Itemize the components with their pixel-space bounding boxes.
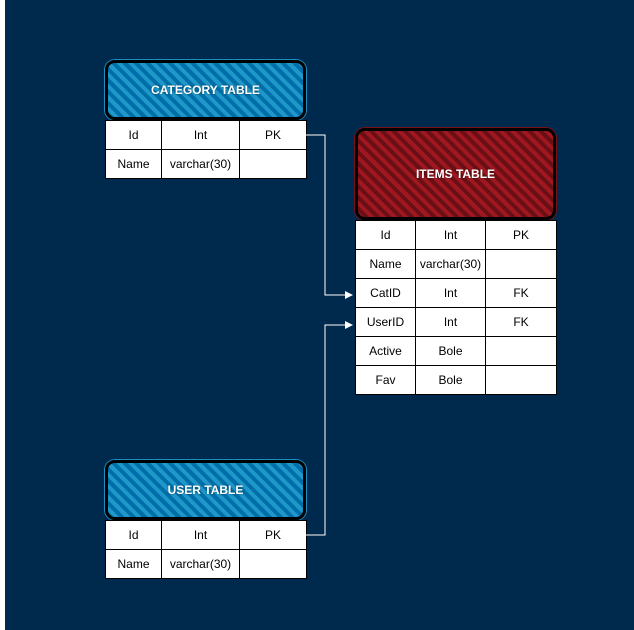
category-field-name: Name (105, 149, 162, 179)
user-field-name: Name (105, 549, 162, 579)
items-field-name: Fav (355, 365, 416, 395)
items-field-type: Int (415, 307, 486, 337)
category-field-type: Int (161, 120, 240, 150)
items-field-type: varchar(30) (415, 249, 486, 279)
user-field-type: varchar(30) (161, 549, 240, 579)
category-field-type: varchar(30) (161, 149, 240, 179)
category-table-title: CATEGORY TABLE (151, 83, 260, 97)
items-field-type: Int (415, 278, 486, 308)
category-table-header[interactable]: CATEGORY TABLE (105, 60, 306, 120)
category-field-key (239, 149, 307, 179)
items-field-type: Bole (415, 336, 486, 366)
user-field-key: PK (239, 520, 307, 550)
items-field-type: Int (415, 220, 486, 250)
items-field-name: Active (355, 336, 416, 366)
items-field-key: FK (485, 278, 557, 308)
category-field-key: PK (239, 120, 307, 150)
items-table-header[interactable]: ITEMS TABLE (355, 128, 556, 220)
items-field-key: FK (485, 307, 557, 337)
items-field-key (485, 365, 557, 395)
items-field-name: UserID (355, 307, 416, 337)
category-field-name: Id (105, 120, 162, 150)
items-field-key (485, 249, 557, 279)
items-field-name: CatID (355, 278, 416, 308)
user-field-type: Int (161, 520, 240, 550)
items-field-key: PK (485, 220, 557, 250)
user-table-title: USER TABLE (167, 483, 244, 497)
items-field-key (485, 336, 557, 366)
items-field-type: Bole (415, 365, 486, 395)
items-field-name: Name (355, 249, 416, 279)
items-table-title: ITEMS TABLE (415, 167, 496, 181)
user-field-name: Id (105, 520, 162, 550)
user-field-key (239, 549, 307, 579)
items-field-name: Id (355, 220, 416, 250)
user-table-header[interactable]: USER TABLE (105, 460, 306, 520)
